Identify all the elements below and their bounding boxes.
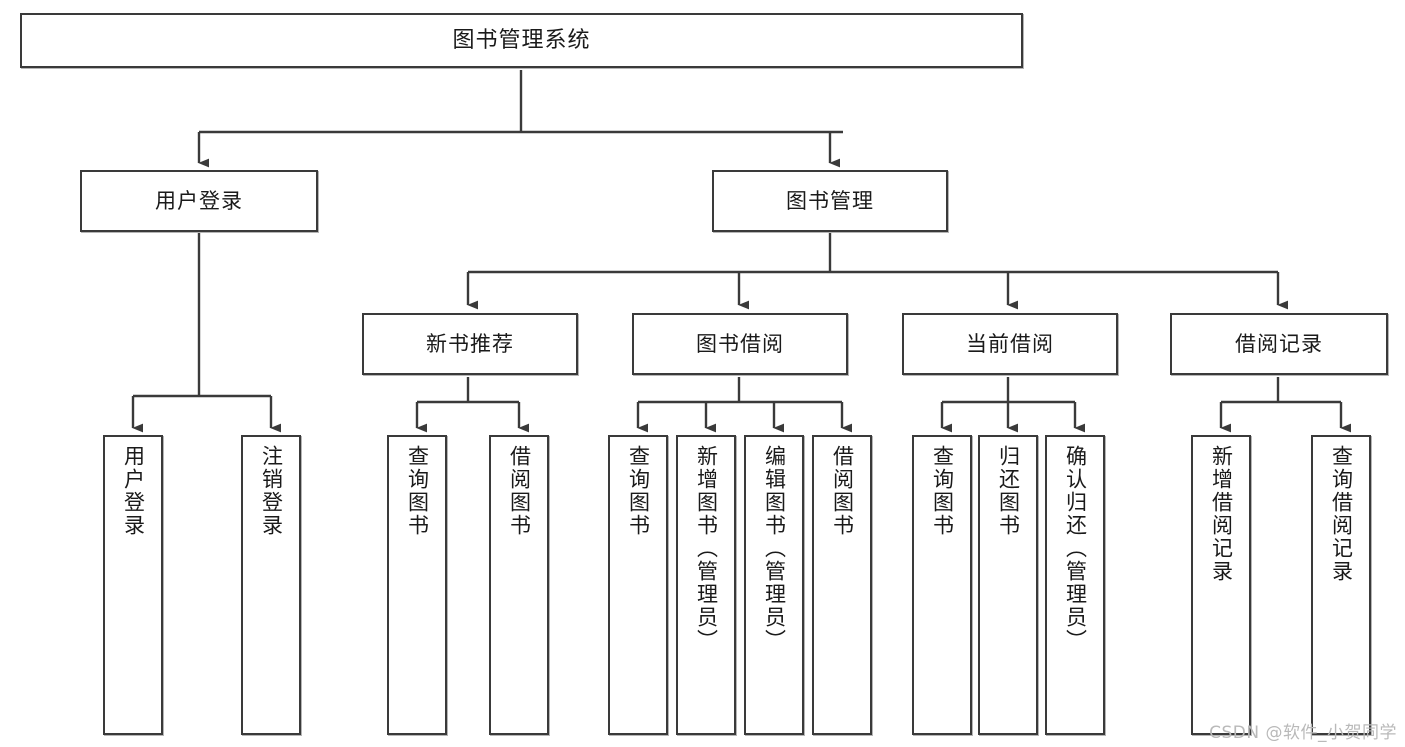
leaf-newbook-query-book[interactable]: 查询图书 — [387, 435, 447, 735]
leaf-borrowrecord-query-record[interactable]: 查询借阅记录 — [1311, 435, 1371, 735]
leaf-label: 查询图书 — [405, 445, 430, 537]
leaf-currentborrow-confirm-return-admin[interactable]: 确认归还（管理员） — [1045, 435, 1105, 735]
leaf-user-login[interactable]: 用户登录 — [103, 435, 163, 735]
leaf-currentborrow-query-book[interactable]: 查询图书 — [912, 435, 972, 735]
leaf-label: 新增图书（管理员） — [694, 445, 719, 652]
leaf-label: 编辑图书（管理员） — [762, 445, 787, 652]
node-current-borrow[interactable]: 当前借阅 — [902, 313, 1118, 375]
node-book-manage[interactable]: 图书管理 — [712, 170, 948, 232]
node-root-system[interactable]: 图书管理系统 — [20, 13, 1023, 68]
leaf-logout[interactable]: 注销登录 — [241, 435, 301, 735]
leaf-bookborrow-borrow-book[interactable]: 借阅图书 — [812, 435, 872, 735]
leaf-label: 新增借阅记录 — [1209, 445, 1234, 583]
leaf-label: 确认归还（管理员） — [1063, 445, 1088, 652]
node-new-book-recommend[interactable]: 新书推荐 — [362, 313, 578, 375]
leaf-currentborrow-return-book[interactable]: 归还图书 — [978, 435, 1038, 735]
leaf-label: 查询图书 — [626, 445, 651, 537]
leaf-bookborrow-add-book-admin[interactable]: 新增图书（管理员） — [676, 435, 736, 735]
leaf-label: 用户登录 — [121, 445, 146, 537]
leaf-label: 查询借阅记录 — [1329, 445, 1354, 583]
leaf-label: 查询图书 — [930, 445, 955, 537]
leaf-bookborrow-query-book[interactable]: 查询图书 — [608, 435, 668, 735]
leaf-label: 注销登录 — [259, 445, 284, 537]
leaf-newbook-borrow-book[interactable]: 借阅图书 — [489, 435, 549, 735]
leaf-label: 借阅图书 — [830, 445, 855, 537]
leaf-label: 借阅图书 — [507, 445, 532, 537]
leaf-borrowrecord-add-record[interactable]: 新增借阅记录 — [1191, 435, 1251, 735]
node-user-login[interactable]: 用户登录 — [80, 170, 318, 232]
leaf-bookborrow-edit-book-admin[interactable]: 编辑图书（管理员） — [744, 435, 804, 735]
leaf-label: 归还图书 — [996, 445, 1021, 537]
node-book-borrow[interactable]: 图书借阅 — [632, 313, 848, 375]
node-borrow-record[interactable]: 借阅记录 — [1170, 313, 1388, 375]
